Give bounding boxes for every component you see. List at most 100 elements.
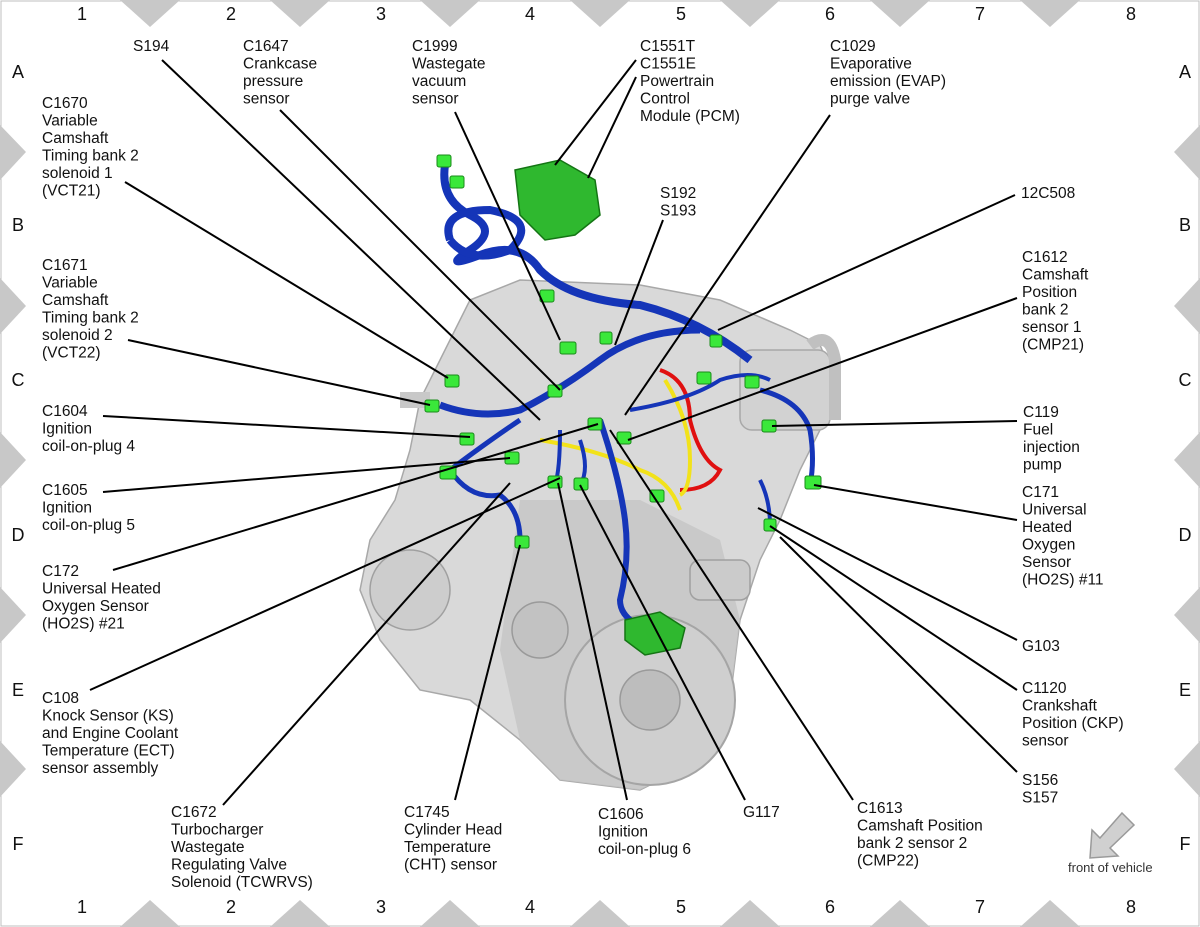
callout-description-line: sensor [1022,733,1069,750]
red-wire [659,368,723,492]
turbo-housing [739,349,831,431]
connector [547,384,563,398]
leader-c1604 [102,415,471,438]
callout-description-line: Position (CKP) [1022,715,1124,732]
callout-code: C1671 [42,257,88,274]
left-marker [0,741,26,797]
leader-pcm-a [554,59,637,166]
leader-c1029 [624,114,831,416]
callout-description-line: Fuel [1023,422,1053,439]
callout-description-line: Control [640,91,690,108]
callout-code: C1745 [404,804,450,821]
callout-description-line: Crankcase [243,56,317,73]
harness-branch [446,417,523,541]
callout-description-line: sensor 1 [1022,319,1081,336]
leader-c1612 [627,297,1018,441]
harness-branch [438,326,701,418]
right-marker [1174,432,1200,488]
callout-description-line: Sensor [1022,554,1071,571]
grid-column-top: 4 [525,4,535,24]
callout-description-line: emission (EVAP) [830,73,946,90]
grid-column-top: 8 [1126,4,1136,24]
callout-code: C108 [42,690,79,707]
pcm-module [514,159,601,241]
callout-description-line: Universal [1022,502,1087,519]
callout-description-line: Camshaft [42,130,109,147]
grid-row-left: A [12,62,24,82]
leader-c172 [112,423,599,571]
harness-branch [759,387,815,486]
connector [449,175,465,189]
grid-column-bottom: 6 [825,897,835,917]
left-marker [0,278,26,334]
callout-code: C1612 [1022,249,1068,266]
leader-c171 [813,484,1018,521]
callout-description-line: Timing bank 2 [42,310,139,327]
callout-description-line: Module (PCM) [640,108,740,125]
grid-row-right: B [1179,215,1191,235]
callout-code: S156 [1022,772,1058,789]
left-marker [0,432,26,488]
callout-description-line: Wastegate [412,56,486,73]
callout-code: C1613 [857,800,903,817]
callout-code: C1551T [640,38,696,55]
callout-description-line: bank 2 [1022,302,1069,319]
callout-description-line: C1551E [640,56,696,73]
callout-description-line: and Engine Coolant [42,725,179,742]
front-arrow-icon [1089,811,1136,859]
leader-c1671 [127,339,431,406]
callout-description-line: Temperature (ECT) [42,743,175,760]
leader-c1672 [222,482,511,806]
callout-description-line: purge valve [830,91,910,108]
grid-row-right: C [1179,370,1192,390]
bottom-marker [420,900,480,927]
callout-description-line: coil-on-plug 4 [42,438,135,455]
callout-s194: S194 [133,38,170,55]
callout-description-line: coil-on-plug 6 [598,841,691,858]
connector [804,475,822,490]
callout-description-line: Wastegate [171,839,245,856]
callout-description-line: Camshaft Position [857,818,983,835]
pulley [511,601,569,659]
connector [709,334,723,348]
callout-code: G103 [1022,638,1060,655]
grid-column-bottom: 2 [226,897,236,917]
callout-description-line: Position [1022,284,1077,301]
connector [559,341,577,355]
callout-code: C1605 [42,482,88,499]
callout-description-line: Crankshaft [1022,698,1098,715]
connector [444,374,460,388]
top-marker [420,0,480,27]
callout-code: C1999 [412,38,458,55]
callout-code: S194 [133,38,170,55]
harness-loop [444,205,526,260]
callout-description-line: Heated [1022,519,1072,536]
top-marker [870,0,930,27]
leader-s156 [779,536,1018,773]
connector [514,535,530,549]
connector [696,371,712,385]
bottom-marker [720,900,780,927]
connector [573,477,589,491]
callout-description-line: Ignition [598,824,648,841]
callout-description-line: coil-on-plug 5 [42,517,135,534]
connector [424,399,440,413]
grid-column-top: 1 [77,4,87,24]
callout-code: C1670 [42,95,88,112]
grid-row-right: F [1180,834,1191,854]
callout-description-line: Solenoid (TCWRVS) [171,874,313,891]
callout-description-line: Variable [42,275,98,292]
callout-description-line: sensor assembly [42,760,159,777]
callout-description-line: solenoid 2 [42,327,113,344]
leader-g103 [757,507,1018,641]
